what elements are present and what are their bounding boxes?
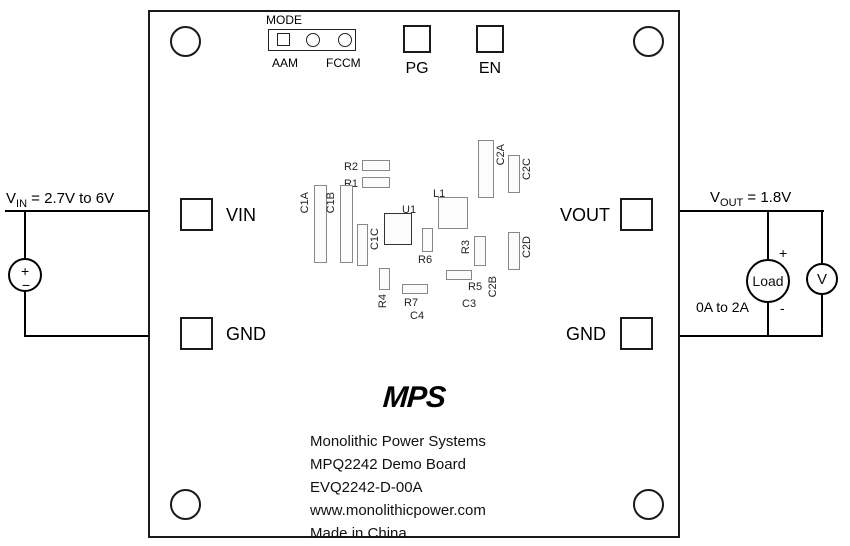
r6-component <box>422 228 433 252</box>
r6-label: R6 <box>418 254 433 266</box>
c1b-component <box>340 185 353 263</box>
vout-value-sub: OUT <box>720 197 744 209</box>
r7-component <box>402 284 428 294</box>
c2c-component <box>508 155 520 193</box>
c2a-component <box>478 140 494 198</box>
vout-label: VOUT <box>560 205 611 225</box>
voltmeter-symbol-label: V <box>816 270 827 288</box>
c2c-label: C2C <box>521 158 533 181</box>
mounting-hole-bottom-left <box>170 489 201 520</box>
mode-jumper-pin-circle-1 <box>306 33 320 47</box>
mounting-hole-top-left <box>170 26 201 57</box>
voltmeter-symbol: V <box>806 263 838 295</box>
vout-value-v: V <box>710 189 721 206</box>
vout-value-label: VOUT = 1.8V <box>710 189 791 209</box>
load-current-range: 0A to 2A <box>696 299 749 315</box>
r7-label: R7 <box>404 297 419 309</box>
u1-component <box>384 213 412 245</box>
pg-label: PG <box>405 60 429 77</box>
en-label: EN <box>478 60 502 77</box>
wire-input-source-top <box>24 212 26 259</box>
gnd-left-pad <box>180 317 213 350</box>
wire-input-source-bottom <box>24 291 26 336</box>
r2-component <box>362 160 390 171</box>
vin-range-value: = 2.7V to 6V <box>27 190 115 207</box>
source-minus-sign: − <box>22 277 31 293</box>
c2d-label: C2D <box>521 236 533 259</box>
c1b-label: C1B <box>325 192 337 214</box>
c3-label: C3 <box>462 298 477 310</box>
r1-label: R1 <box>343 178 358 190</box>
wire-meter-top <box>821 212 823 263</box>
wire-input-bottom <box>24 335 148 337</box>
info-company: Monolithic Power Systems <box>310 433 486 450</box>
load-symbol: Load <box>746 259 790 303</box>
pg-testpoint <box>403 25 431 53</box>
info-website: www.monolithicpower.com <box>310 502 486 519</box>
info-board-name: MPQ2242 Demo Board <box>310 456 466 473</box>
c2b-label: C2B <box>487 276 499 298</box>
vin-range-sub: IN <box>16 198 28 210</box>
load-plus-sign: + <box>779 245 788 261</box>
vout-value-value: = 1.8V <box>743 189 792 206</box>
vin-label: VIN <box>226 205 257 225</box>
l1-label: L1 <box>433 188 446 200</box>
c1c-component <box>357 224 368 266</box>
c1a-label: C1A <box>299 192 311 214</box>
wire-load-bottom <box>767 303 769 336</box>
c1a-component <box>314 185 327 263</box>
l1-component <box>438 197 468 229</box>
mode-label: MODE <box>266 13 302 27</box>
mode-jumper-pin-square <box>277 33 290 46</box>
wire-output-top <box>680 210 824 212</box>
source-plus-sign: + <box>21 263 30 279</box>
r1-component <box>362 177 390 188</box>
voltage-source-symbol: + − <box>8 258 42 292</box>
r5-component <box>446 270 472 280</box>
c1c-label: C1C <box>369 228 381 251</box>
wire-input-top <box>5 210 148 212</box>
c2a-label: C2A <box>495 144 507 166</box>
mounting-hole-bottom-right <box>633 489 664 520</box>
gnd-right-pad <box>620 317 653 350</box>
board-info-block: Monolithic Power Systems MPQ2242 Demo Bo… <box>310 430 570 545</box>
c2d-component <box>508 232 520 270</box>
info-origin: Made in China <box>310 525 407 542</box>
gnd-left-label: GND <box>226 324 266 344</box>
mounting-hole-top-right <box>633 26 664 57</box>
wire-load-top <box>767 212 769 259</box>
vin-pad <box>180 198 213 231</box>
wire-output-bottom <box>680 335 823 337</box>
r2-label: R2 <box>343 161 358 173</box>
pcb-board-outline: MODE AAM FCCM PG EN VIN GND VOUT GND R2 … <box>148 10 680 542</box>
r3-label: R3 <box>460 240 472 255</box>
en-testpoint <box>476 25 504 53</box>
mode-fccm-label: FCCM <box>326 56 361 70</box>
r5-label: R5 <box>468 281 483 293</box>
vin-range-label: VIN = 2.7V to 6V <box>6 190 114 210</box>
r4-component <box>379 268 390 290</box>
mode-jumper-pin-circle-2 <box>338 33 352 47</box>
wire-meter-bottom <box>821 295 823 336</box>
r4-label: R4 <box>377 294 389 309</box>
vout-pad <box>620 198 653 231</box>
gnd-right-label: GND <box>566 324 606 344</box>
vin-range-v: V <box>6 190 17 207</box>
load-symbol-label: Load <box>752 273 784 289</box>
c4-label: C4 <box>410 310 425 322</box>
load-minus-sign: - <box>780 300 785 316</box>
mps-logo: MPS <box>381 381 447 414</box>
mode-aam-label: AAM <box>272 56 299 70</box>
info-board-number: EVQ2242-D-00A <box>310 479 423 496</box>
u1-label: U1 <box>402 204 417 216</box>
r3-component <box>474 236 486 266</box>
